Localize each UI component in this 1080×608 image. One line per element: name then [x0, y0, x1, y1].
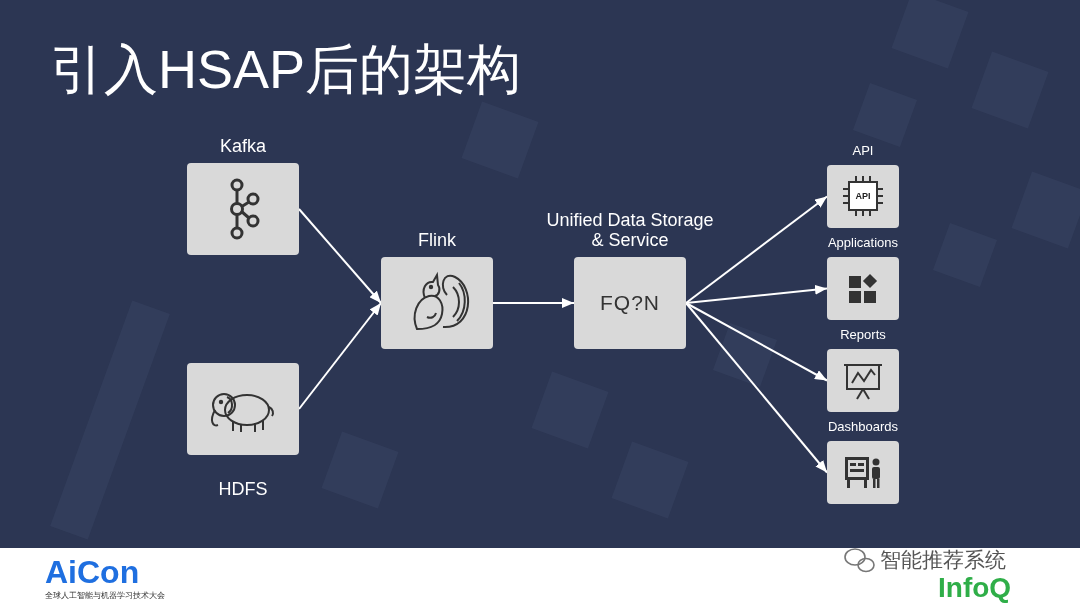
- logo-text: InfoQ: [938, 574, 1011, 602]
- node-label: Flink: [418, 230, 456, 251]
- node-text: FQ?N: [600, 291, 660, 315]
- source-box: Kafka: [187, 163, 299, 255]
- node-label: Dashboards: [828, 420, 898, 435]
- node-label: Applications: [828, 236, 898, 251]
- node-text: API: [855, 191, 870, 201]
- hdfs-icon: [187, 363, 299, 455]
- output-box: APIAPI: [827, 165, 899, 228]
- output-box: Dashboards: [827, 441, 899, 504]
- reports-icon: [827, 349, 899, 412]
- watermark: 智能推荐系统: [880, 549, 1006, 570]
- flow-arrow: [299, 303, 381, 409]
- footer-band: [0, 548, 1080, 608]
- apps-icon: [827, 257, 899, 320]
- flow-arrow: [493, 302, 574, 304]
- storage-box: Unified Data Storage & ServiceFQ?N: [574, 257, 686, 349]
- flow-arrow: [686, 303, 827, 381]
- wechat-icon: [845, 549, 874, 572]
- flow-arrow: [686, 303, 827, 473]
- node-label: Reports: [840, 328, 886, 343]
- node-label: Unified Data Storage & Service: [545, 210, 715, 251]
- logo-text: AiCon: [45, 556, 139, 588]
- output-box: Reports: [827, 349, 899, 412]
- flow-arrow: [299, 209, 381, 303]
- output-box: Applications: [827, 257, 899, 320]
- slide-title: 引入HSAP后的架构: [50, 42, 521, 96]
- checker-pattern: [50, 0, 1080, 540]
- node-label: HDFS: [219, 479, 268, 500]
- node-label: Kafka: [220, 136, 266, 157]
- process-box: Flink: [381, 257, 493, 349]
- flow-arrow: [686, 289, 827, 304]
- source-box: HDFS: [187, 363, 299, 455]
- logo-subtitle: 全球人工智能与机器学习技术大会: [45, 592, 165, 600]
- dash-icon: [827, 441, 899, 504]
- flink-icon: [381, 257, 493, 349]
- node-label: API: [853, 144, 874, 159]
- kafka-icon: [187, 163, 299, 255]
